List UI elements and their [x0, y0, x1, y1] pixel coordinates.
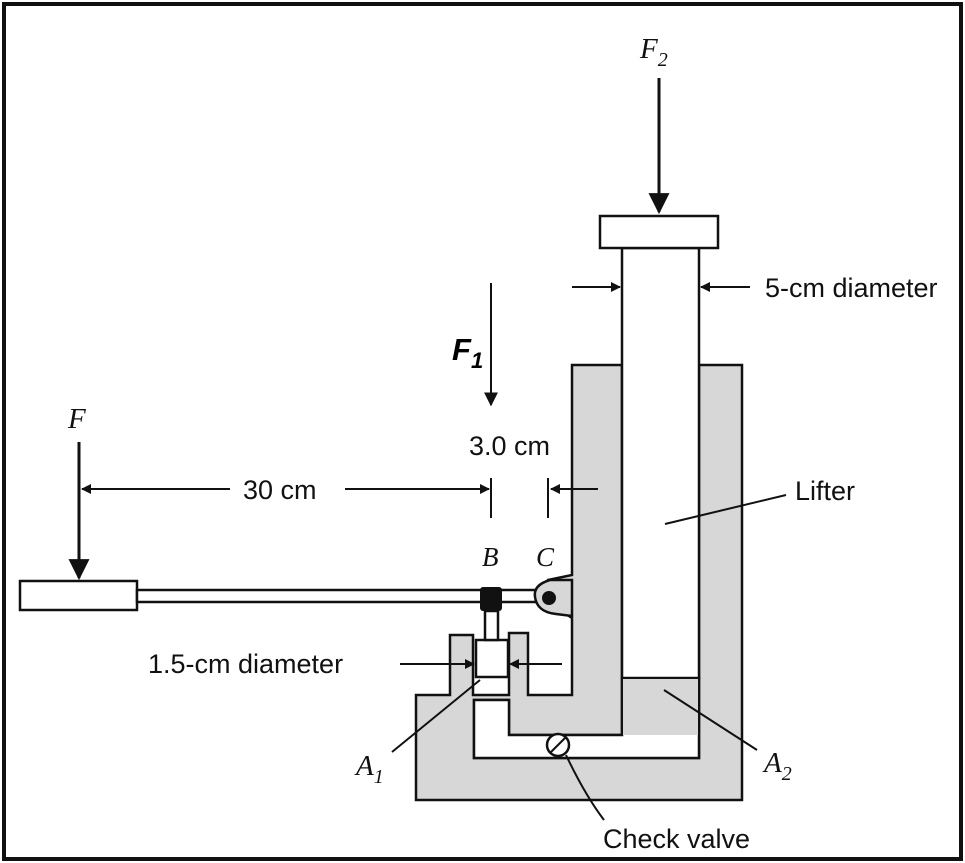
check-valve-slash — [550, 737, 566, 753]
piston-rod — [483, 609, 500, 642]
label-lever-arm: 30 cm — [243, 475, 317, 505]
area-a2-leader — [663, 689, 758, 751]
label-pivot-b: B — [482, 542, 499, 572]
label-area-a2: A2 — [762, 747, 792, 785]
fluid-under-lifter — [623, 679, 698, 735]
lever-bar — [135, 588, 539, 604]
label-area-a1: A1 — [354, 750, 384, 788]
label-check-valve: Check valve — [603, 824, 750, 854]
small-piston — [474, 638, 510, 679]
label-piston-diameter: 1.5-cm diameter — [148, 649, 343, 679]
lifter-cap — [598, 214, 720, 250]
label-gap: 3.0 cm — [469, 431, 550, 461]
label-lifter-diameter: 5-cm diameter — [765, 273, 938, 303]
pivot-b-joint — [480, 587, 502, 611]
lifter-leader — [664, 494, 787, 525]
check-valve-leader — [565, 754, 605, 821]
label-pivot-c: C — [536, 542, 555, 572]
label-f1: F1 — [452, 332, 483, 373]
label-lifter: Lifter — [795, 476, 855, 506]
label-f-handle: F — [67, 403, 86, 435]
lifter-cylinder — [620, 246, 701, 680]
area-a1-leader — [391, 679, 481, 753]
handle-grip — [18, 579, 139, 612]
pivot-c-pin — [542, 591, 556, 605]
label-f2: F2 — [639, 33, 668, 71]
